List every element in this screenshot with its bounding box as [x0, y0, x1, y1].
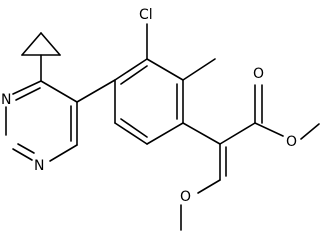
- methyl-bond: [182, 58, 216, 81]
- bond: [120, 65, 148, 85]
- bond: [114, 58, 148, 81]
- carbonyl-oxygen-label: O: [253, 66, 264, 82]
- cyclopropyl-group: [21, 32, 61, 82]
- bond: [17, 143, 35, 154]
- bond: [197, 179, 221, 194]
- structure-canvas: Cl N N O O O: [1, 7, 320, 231]
- biaryl-bond: [76, 79, 116, 103]
- methoxyacrylate-group: [180, 84, 320, 231]
- nitrogen-atom-label: N: [34, 158, 44, 174]
- bond: [219, 122, 256, 145]
- bond: [300, 123, 320, 140]
- molecule-structure: Cl N N O O O: [1, 7, 320, 231]
- bond: [49, 144, 78, 162]
- bond: [12, 148, 33, 161]
- pyrimidine-ring: [5, 80, 78, 162]
- bond: [146, 122, 184, 145]
- bond: [254, 122, 284, 137]
- bond: [12, 80, 42, 95]
- bond: [120, 118, 148, 138]
- ether-oxygen-label: O: [180, 189, 191, 205]
- nitrogen-atom-label: N: [1, 92, 11, 108]
- bond: [146, 58, 184, 81]
- ester-oxygen-label: O: [286, 134, 297, 150]
- bond: [21, 32, 42, 56]
- bond: [15, 87, 41, 101]
- bond: [182, 122, 221, 145]
- bond: [114, 122, 148, 145]
- bond: [40, 80, 78, 103]
- bond: [40, 32, 61, 56]
- chlorine-atom-label: Cl: [139, 7, 153, 23]
- benzene-ring: [114, 58, 184, 145]
